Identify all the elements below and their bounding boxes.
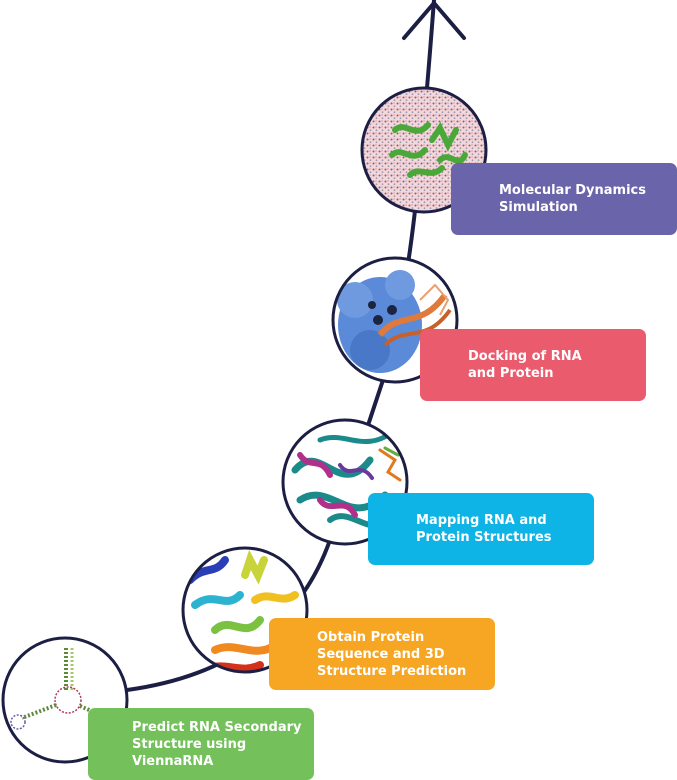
step-box-rna-secondary: Predict RNA Secondary Structure using Vi…: [88, 708, 314, 780]
step-box-mapping: Mapping RNA and Protein Structures: [368, 493, 594, 565]
step-box-protein-prediction: Obtain Protein Sequence and 3D Structure…: [269, 618, 495, 690]
step-label-rna-secondary: Predict RNA Secondary Structure using Vi…: [132, 719, 302, 769]
step-label-protein-prediction: Obtain Protein Sequence and 3D Structure…: [317, 629, 467, 679]
arrow-up-icon: [402, 1, 466, 40]
step-box-docking: Docking of RNA and Protein: [420, 329, 646, 401]
step-label-docking: Docking of RNA and Protein: [468, 349, 582, 381]
step-box-molecular-dynamics: Molecular Dynamics Simulation: [451, 163, 677, 235]
step-label-mapping: Mapping RNA and Protein Structures: [416, 513, 552, 545]
step-label-molecular-dynamics: Molecular Dynamics Simulation: [499, 183, 647, 215]
